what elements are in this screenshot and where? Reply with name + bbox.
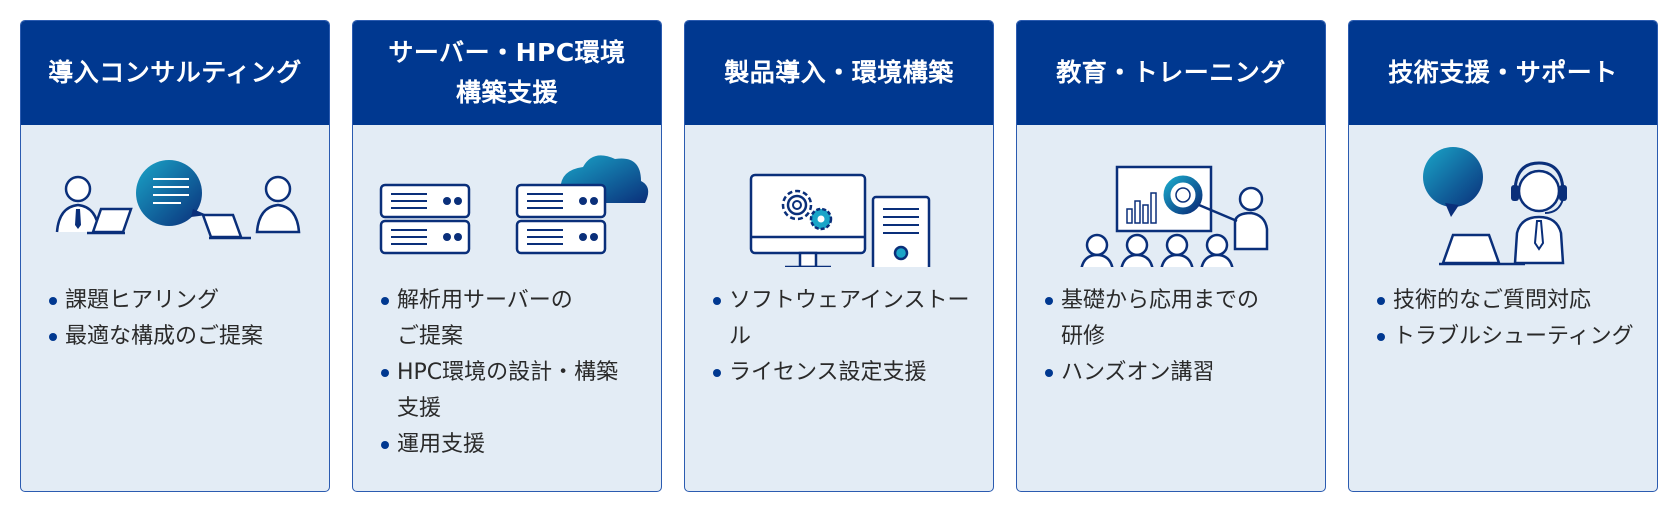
card-consulting: 導入コンサルティング bbox=[20, 20, 330, 492]
list-item: ライセンス設定支援 bbox=[711, 355, 986, 391]
service-cards: 導入コンサルティング bbox=[20, 20, 1660, 492]
bullet-list: 解析用サーバーの ご提案 HPC環境の設計・構築 支援 運用支援 bbox=[379, 283, 654, 463]
bullet-dot bbox=[1377, 297, 1385, 305]
card-header: 教育・トレーニング bbox=[1017, 21, 1325, 125]
card-support: 技術支援・サポート bbox=[1348, 20, 1658, 492]
bullet-dot bbox=[1045, 297, 1053, 305]
list-item: 解析用サーバーの ご提案 bbox=[379, 283, 654, 355]
list-item: ハンズオン講習 bbox=[1043, 355, 1318, 391]
list-item: 運用支援 bbox=[379, 427, 654, 463]
consulting-meeting-icon bbox=[21, 137, 329, 267]
card-title: 教育・トレーニング bbox=[1056, 58, 1286, 87]
card-title: 製品導入・環境構築 bbox=[724, 58, 954, 87]
list-item: 最適な構成のご提案 bbox=[47, 319, 322, 355]
bullet-dot bbox=[381, 369, 389, 377]
bullet-dot bbox=[49, 333, 57, 341]
card-title: 導入コンサルティング bbox=[48, 58, 302, 87]
bullet-list: 技術的なご質問対応 トラブルシューティング bbox=[1375, 283, 1650, 355]
list-item: トラブルシューティング bbox=[1375, 319, 1650, 355]
list-item: 課題ヒアリング bbox=[47, 283, 322, 319]
support-headset-icon bbox=[1349, 137, 1657, 267]
card-product-setup: 製品導入・環境構築 bbox=[684, 20, 994, 492]
training-presentation-icon bbox=[1017, 137, 1325, 267]
bullet-list: ソフトウェアインストール ライセンス設定支援 bbox=[711, 283, 986, 391]
list-item: 基礎から応用までの 研修 bbox=[1043, 283, 1318, 355]
bullet-dot bbox=[713, 297, 721, 305]
server-cloud-icon bbox=[353, 137, 661, 267]
list-item: 技術的なご質問対応 bbox=[1375, 283, 1650, 319]
bullet-dot bbox=[1377, 333, 1385, 341]
bullet-dot bbox=[713, 369, 721, 377]
bullet-dot bbox=[1045, 369, 1053, 377]
bullet-dot bbox=[381, 441, 389, 449]
list-item: ソフトウェアインストール bbox=[711, 283, 986, 355]
card-header: 技術支援・サポート bbox=[1349, 21, 1657, 125]
card-header: 導入コンサルティング bbox=[21, 21, 329, 125]
card-header: サーバー・HPC環境 構築支援 bbox=[353, 21, 661, 125]
card-title: 技術支援・サポート bbox=[1388, 58, 1618, 87]
bullet-dot bbox=[49, 297, 57, 305]
bullet-list: 課題ヒアリング 最適な構成のご提案 bbox=[47, 283, 322, 355]
card-header: 製品導入・環境構築 bbox=[685, 21, 993, 125]
monitor-gears-icon bbox=[685, 137, 993, 267]
card-server-hpc: サーバー・HPC環境 構築支援 bbox=[352, 20, 662, 492]
list-item: HPC環境の設計・構築 支援 bbox=[379, 355, 654, 427]
bullet-list: 基礎から応用までの 研修 ハンズオン講習 bbox=[1043, 283, 1318, 391]
card-training: 教育・トレーニング bbox=[1016, 20, 1326, 492]
card-title: サーバー・HPC環境 構築支援 bbox=[388, 38, 626, 107]
bullet-dot bbox=[381, 297, 389, 305]
